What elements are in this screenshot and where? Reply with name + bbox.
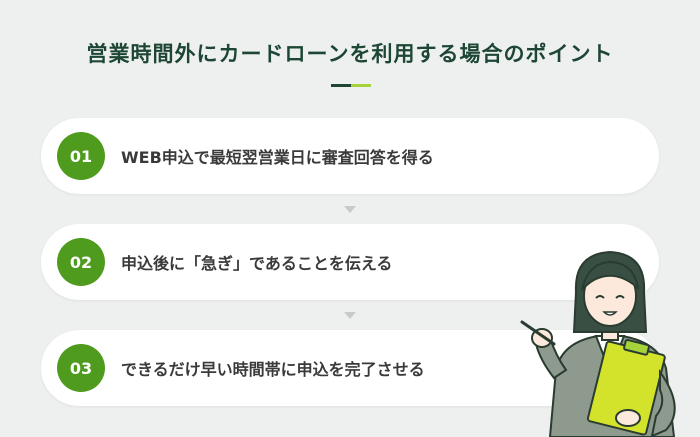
underline-dark-segment	[331, 84, 351, 87]
step-text: できるだけ早い時間帯に申込を完了させる	[121, 360, 425, 379]
title-underline	[331, 84, 371, 87]
underline-light-segment	[351, 84, 371, 87]
step-text: WEB申込で最短翌営業日に審査回答を得る	[121, 148, 434, 167]
step-number-badge: 02	[57, 238, 105, 286]
down-arrow-icon	[344, 312, 356, 319]
down-arrow-icon	[344, 206, 356, 213]
step-text: 申込後に「急ぎ」であることを伝える	[121, 254, 393, 273]
step-card-1: 01 WEB申込で最短翌営業日に審査回答を得る	[41, 118, 659, 194]
page-title: 営業時間外にカードローンを利用する場合のポイント	[86, 42, 614, 66]
step-card-2: 02 申込後に「急ぎ」であることを伝える	[41, 224, 659, 300]
businesswoman-illustration	[520, 250, 676, 437]
step-number-badge: 03	[57, 344, 105, 392]
step-number-badge: 01	[57, 132, 105, 180]
